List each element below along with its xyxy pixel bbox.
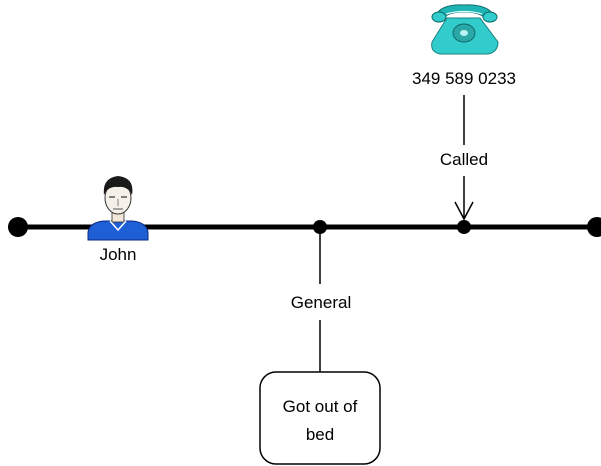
- called-label: Called: [440, 150, 488, 169]
- event-node-called[interactable]: [457, 220, 471, 234]
- timeline-start-node[interactable]: [8, 217, 28, 237]
- event-box-line1: Got out of: [283, 397, 358, 416]
- event-box[interactable]: [259, 371, 381, 465]
- event-box-line2: bed: [306, 425, 334, 444]
- person-icon[interactable]: [87, 176, 149, 241]
- telephone-icon[interactable]: [431, 4, 499, 55]
- phone-number-label: 349 589 0233: [412, 69, 516, 88]
- person-name-label: John: [100, 245, 137, 264]
- general-label: General: [291, 293, 351, 312]
- called-arrowhead: [454, 201, 474, 221]
- timeline-end-node[interactable]: [587, 217, 601, 237]
